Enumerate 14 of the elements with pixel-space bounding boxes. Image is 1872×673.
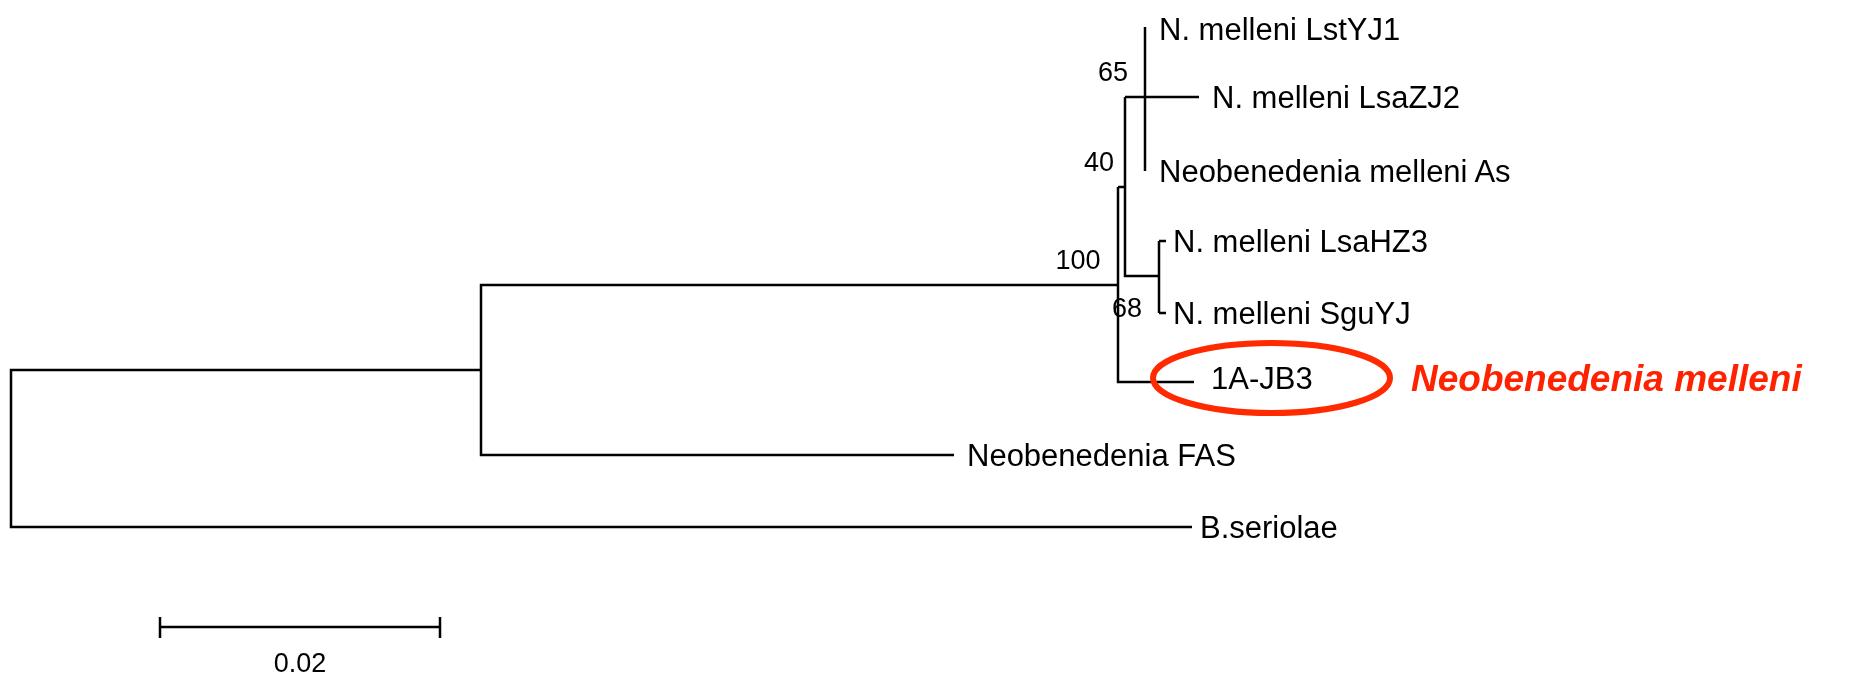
taxon-label: N. melleni SguYJ — [1173, 297, 1411, 329]
taxon-label: B.seriolae — [1200, 511, 1338, 543]
taxon-label: 1A-JB3 — [1211, 362, 1313, 394]
species-annotation: Neobenedenia melleni — [1411, 359, 1802, 397]
highlight-ellipse — [1150, 340, 1393, 416]
support-value: 100 — [1055, 246, 1101, 274]
taxon-label: Neobenedenia melleni As — [1159, 155, 1511, 187]
taxon-label: N. melleni LstYJ1 — [1159, 13, 1401, 45]
taxon-label: Neobenedenia FAS — [967, 439, 1236, 471]
scale-label: 0.02 — [273, 649, 327, 673]
taxon-label: N. melleni LsaZJ2 — [1212, 81, 1461, 113]
support-value: 40 — [1084, 148, 1114, 176]
taxon-label: N. melleni LsaHZ3 — [1173, 225, 1428, 257]
support-value: 65 — [1098, 58, 1128, 86]
